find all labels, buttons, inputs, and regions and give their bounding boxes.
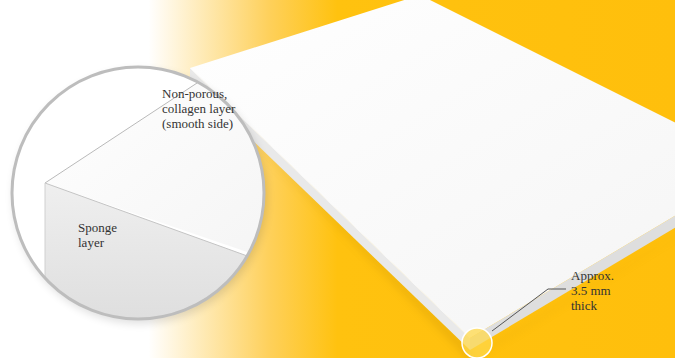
thickness-highlight [462,328,492,358]
magnified-edge [45,183,300,275]
magnified-sponge-face [45,183,300,340]
part-label: Non-porous, collagen layer (smooth side) [162,86,262,131]
magnifier-rim [12,67,264,319]
leader-line [492,289,566,331]
part-label: Sponge layer [78,220,130,250]
part-label: Approx. 3.5 mm thick [571,268,629,313]
magnified-edge [45,183,46,340]
